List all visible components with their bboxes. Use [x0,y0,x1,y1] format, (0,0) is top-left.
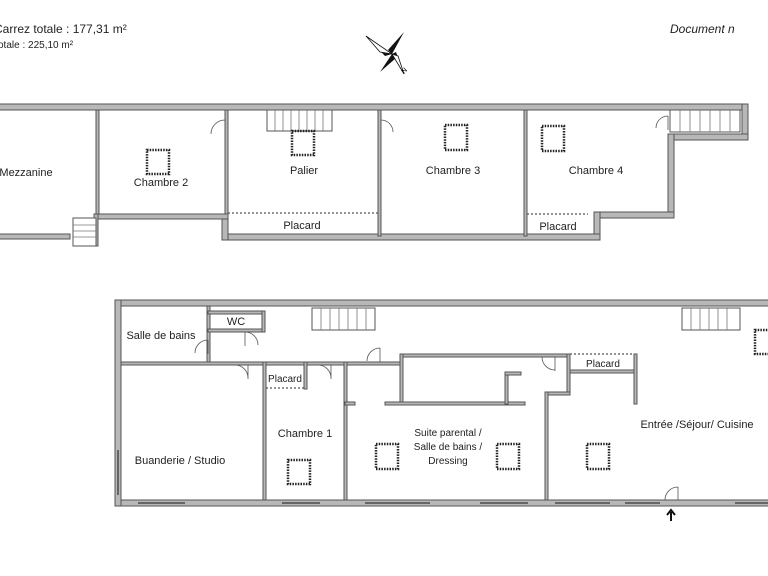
room-label-chambre-4: Chambre 4 [569,165,623,177]
staircase [72,217,97,247]
room-label-placard: Placard [539,221,576,233]
compass-icon: N [365,32,409,76]
room-label-suite-line-2: Salle de bains / [414,442,483,453]
skylight [286,458,312,486]
carrez-total: Carrez totale : 177,31 m² [0,22,127,36]
room-label-chambre-2: Chambre 2 [134,177,188,189]
room-label-buanderie-studio: Buanderie / Studio [135,455,226,467]
surface-total: otale : 225,10 m² [0,40,74,51]
room-label-suite-line-1: Suite parental / [414,428,481,439]
lower-floor-plan: Salle de bains WC Placard Placard Buande… [114,299,768,521]
skylight [374,442,400,471]
room-label-placard: Placard [268,374,302,385]
room-label-chambre-3: Chambre 3 [426,165,480,177]
door [317,364,332,379]
door [194,339,209,354]
room-label-chambre-1: Chambre 1 [278,428,332,440]
door [234,364,249,379]
room-label-suite-line-3: Dressing [428,456,467,467]
staircase [311,307,376,331]
staircase [681,307,741,331]
document-note: Document n [670,22,735,36]
staircase [266,109,333,132]
staircase [669,109,741,133]
room-label-wc: WC [227,316,245,328]
door [541,356,556,371]
upper-floor-plan: Mezzanine Chambre 2 Palier Chambre 3 Cha… [0,103,749,247]
entrance-door [664,486,679,501]
skylight [540,124,566,153]
skylight [495,442,521,471]
compass-north-label: N [400,67,409,76]
skylight [145,148,171,176]
skylight [753,328,768,356]
door [366,347,381,362]
room-label-placard: Placard [283,220,320,232]
door [380,119,394,133]
door [655,115,669,130]
door [210,119,226,135]
room-label-palier: Palier [290,165,318,177]
room-label-salle-de-bains: Salle de bains [126,330,196,342]
room-label-mezzanine: Mezzanine [0,167,53,179]
room-label-entree-sejour-cuisine: Entrée /Séjour/ Cuisine [640,419,753,431]
entrance-arrow-icon [666,508,676,521]
door [244,331,259,346]
skylight [443,123,469,152]
skylight [585,442,611,471]
room-label-placard: Placard [586,359,620,370]
skylight [290,129,316,157]
